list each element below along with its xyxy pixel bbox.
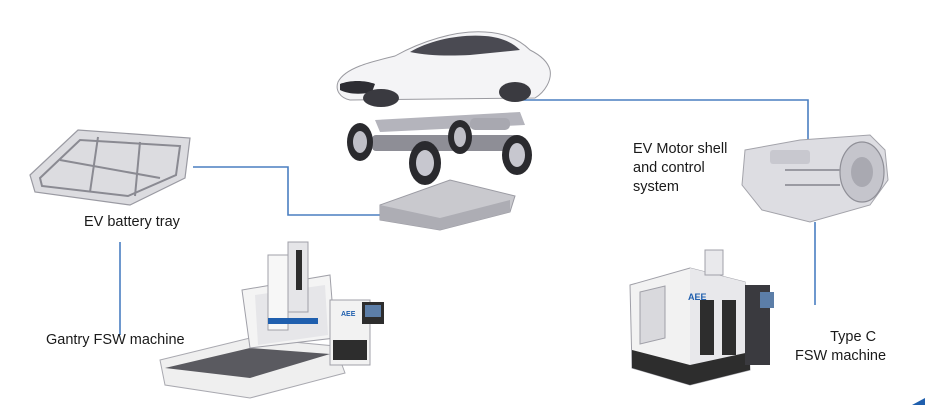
ev-car-body [336,31,551,107]
corner-accent [912,398,925,405]
label-typec-line1: Type C [830,329,877,345]
label-typec-machine: Type C FSW machine [795,328,886,366]
ev-battery-tray [29,129,191,206]
gantry-fsw-machine [159,241,384,399]
label-gantry-machine: Gantry FSW machine [46,332,185,348]
connector-car-to-motor [522,99,809,140]
ev-battery-pack [379,179,516,231]
label-battery-tray: EV battery tray [84,214,180,230]
connector-lines [119,99,816,335]
gantry-brand-logo: AEE [341,311,356,318]
label-motor-shell: EV Motor shell and control system [633,140,727,197]
typec-brand-logo: AEE [688,292,707,302]
label-motor-line3: system [633,179,679,195]
label-typec-line2: FSW machine [795,348,887,364]
label-motor-line2: and control [633,160,705,176]
ev-chassis [347,112,532,185]
typec-fsw-machine [629,249,774,386]
ev-motor-shell [741,134,889,223]
label-motor-line1: EV Motor shell [633,141,728,157]
connector-tray-to-battery [193,166,380,216]
